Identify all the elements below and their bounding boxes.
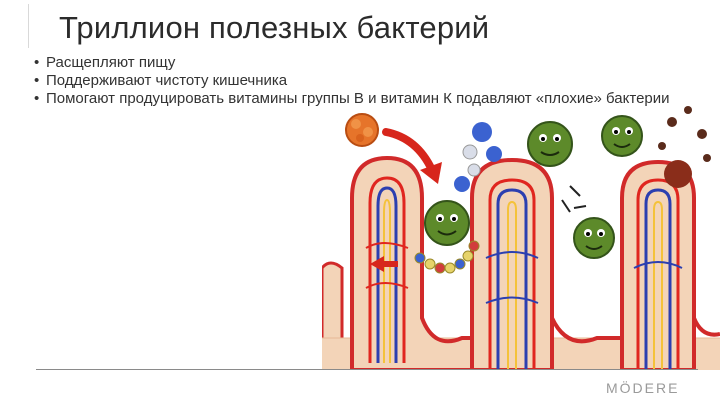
bullet-marker: • — [34, 90, 40, 107]
bullet-item: • Помогают продуцировать витамины группы… — [34, 90, 674, 108]
bacteria-icon — [601, 115, 643, 157]
intestine-illustration — [322, 106, 720, 370]
bacteria-chain — [414, 240, 480, 274]
villus — [470, 157, 554, 370]
food-particle — [345, 113, 379, 147]
villus — [350, 155, 474, 370]
impact-lines — [561, 185, 587, 213]
bullet-marker: • — [34, 72, 40, 89]
bullet-marker: • — [34, 54, 40, 71]
arrow-head — [420, 162, 442, 184]
bacteria-icon — [424, 200, 470, 246]
title-bar: Триллион полезных бактерий — [28, 4, 589, 48]
bad-bacteria-icon — [658, 106, 711, 188]
arrow-icon — [382, 128, 436, 174]
slide-title: Триллион полезных бактерий — [59, 10, 490, 45]
bullet-text: Поддерживают чистоту кишечника — [46, 72, 288, 89]
valley — [550, 317, 622, 344]
villus-edge-right — [692, 317, 720, 337]
bullet-item: • Поддерживают чистоту кишечника — [34, 72, 674, 90]
villus — [620, 159, 696, 370]
bullet-item: • Расщепляют пищу — [34, 54, 674, 72]
molecule — [454, 122, 502, 192]
bullet-text: Помогают продуцировать витамины группы В… — [46, 90, 670, 107]
bacteria-icon — [573, 217, 615, 259]
bullet-list: • Расщепляют пищу • Поддерживают чистоту… — [34, 54, 674, 108]
arrow-head — [370, 256, 384, 272]
footer-divider — [36, 369, 698, 370]
bacteria-icon — [527, 121, 573, 167]
bullet-text: Расщепляют пищу — [46, 54, 176, 71]
brand-logo: MÖDERE — [606, 380, 680, 396]
